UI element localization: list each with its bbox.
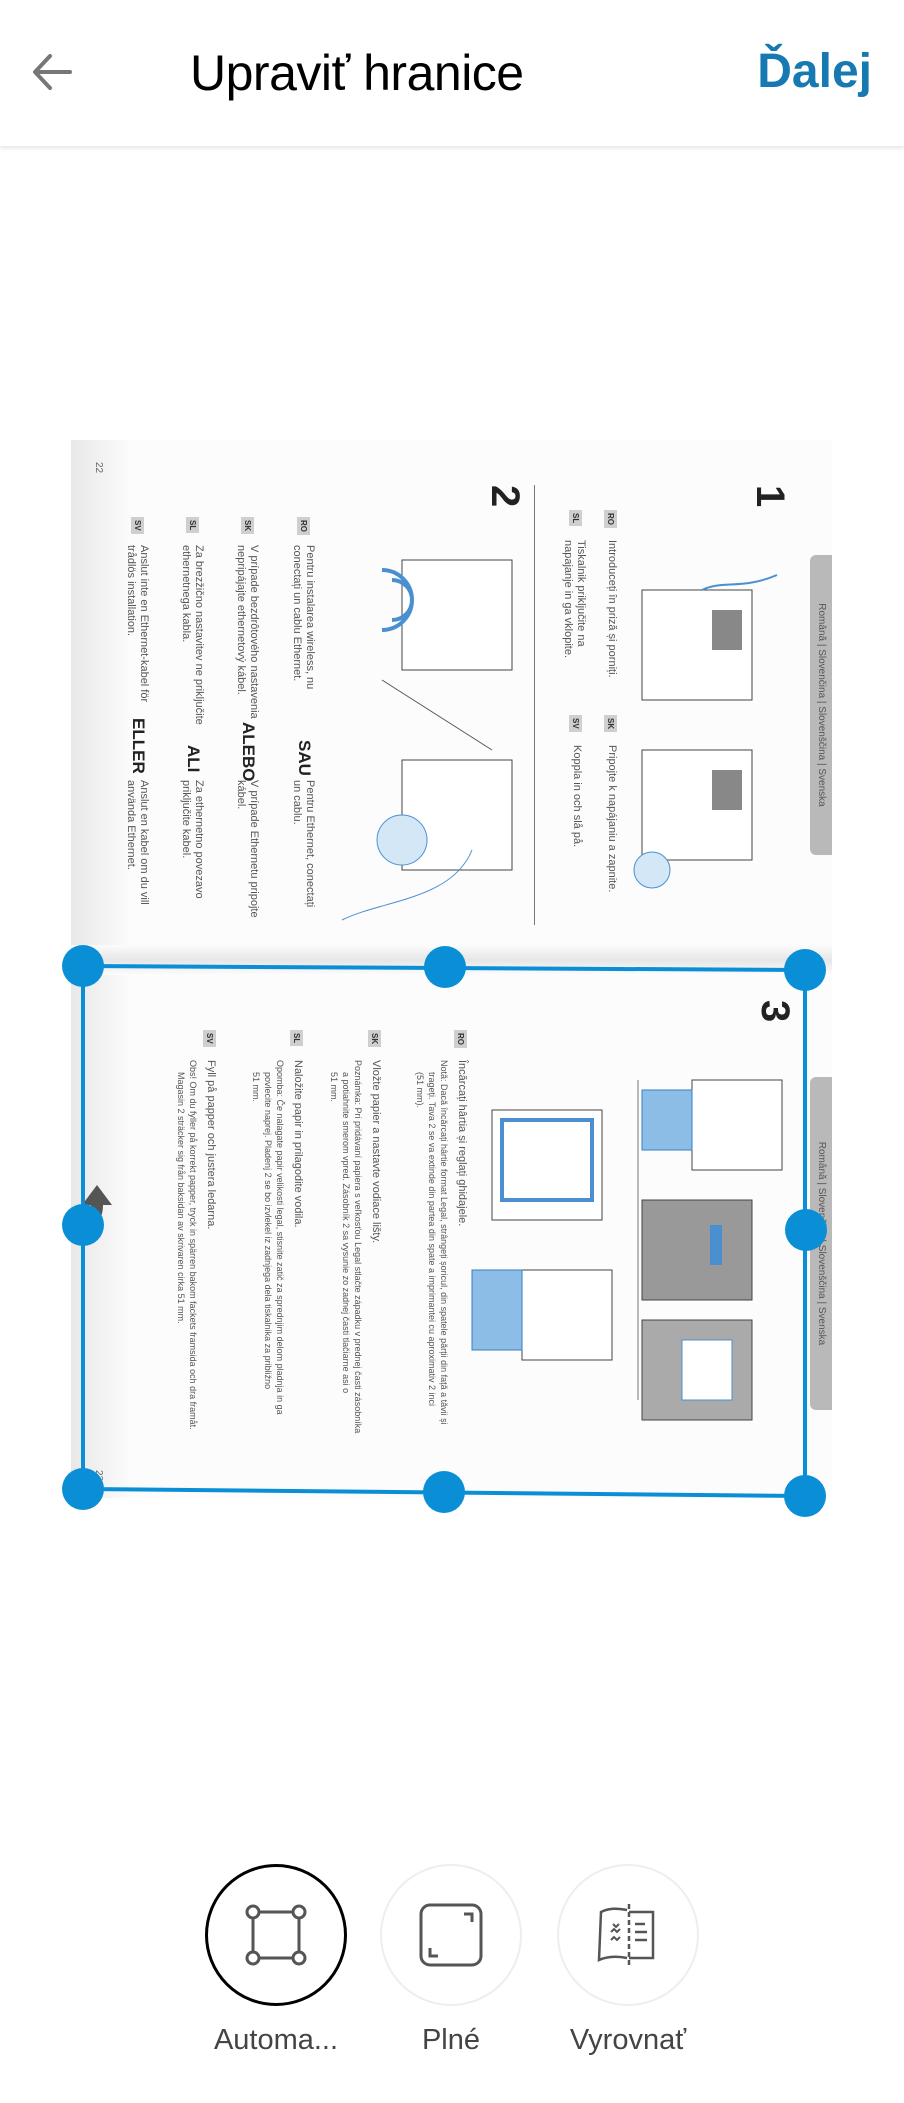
note-text: trageți. Tava 2 se va extinde din partea…	[427, 1072, 437, 1407]
instruction-text: un cablu.	[291, 780, 303, 825]
instruction-text: priključite kabel.	[180, 780, 192, 859]
note-text: 51 mm.	[329, 1072, 339, 1103]
instruction-text: ethernetnega kabla.	[180, 545, 192, 643]
lang-label: SK	[368, 1030, 381, 1048]
paper-tray-illustration	[471, 1079, 783, 1421]
printer-illustration	[633, 574, 778, 889]
lang-label: SL	[569, 510, 582, 527]
instruction-text: Anslut en kabel om du vill	[138, 780, 150, 905]
note-text: Notă: Dacă încărcați hârtie format Legal…	[439, 1060, 449, 1425]
crop-handle-left[interactable]	[62, 1204, 104, 1246]
instruction-text: Za ethernetno povezavo	[193, 780, 205, 899]
crop-handle-bottom[interactable]	[423, 1471, 465, 1513]
lang-label: RO	[454, 1030, 467, 1048]
full-frame-button[interactable]	[380, 1864, 522, 2006]
instruction-text: V prípade bezdrôtového nastavenia	[248, 545, 260, 719]
instruction-text: Introduceți în priză și porniți.	[606, 540, 618, 678]
step-number: 1	[748, 485, 792, 508]
or-text: ELLER	[129, 718, 148, 774]
lang-label: RO	[604, 510, 617, 528]
or-text: ALEBO	[239, 722, 258, 782]
next-button[interactable]: Ďalej	[757, 45, 872, 98]
or-text: SAU	[295, 740, 314, 776]
top-app-bar: Upraviť hranice Ďalej	[0, 0, 904, 147]
lang-label: SK	[241, 517, 254, 535]
lang-label: SV	[131, 517, 144, 534]
printer-network-illustration	[341, 559, 513, 921]
instruction-text: V prípade Ethernetu pripojte	[248, 780, 260, 918]
instruction-text: Tiskalnik priključite na	[575, 540, 587, 647]
lang-label: SV	[203, 1030, 216, 1047]
instruction-text: Za brezžično nastavitev ne priključite	[193, 545, 205, 725]
instruction-text: Pripojte k napájaniu a zapnite.	[606, 745, 618, 893]
lang-label: RO	[297, 517, 310, 535]
instruction-text: Pentru Ethernet, conectați	[304, 780, 316, 908]
or-text: ALI	[184, 745, 203, 773]
note-text: Poznámka: Pri pridávaní papiera s veľkos…	[353, 1060, 363, 1434]
crop-handle-right[interactable]	[785, 1209, 827, 1251]
flatten-page-icon	[597, 1904, 655, 1966]
crop-handle-bottom-right[interactable]	[784, 1475, 826, 1517]
crop-handle-top-right[interactable]	[784, 949, 826, 991]
step-number: 3	[753, 1000, 797, 1023]
note-text: povlecite naprej. Pladenj 2 se bo izvlek…	[263, 1072, 273, 1390]
instruction-text: Încărcați hârtia și reglați ghidajele.	[456, 1060, 468, 1227]
instruction-text: Naložite papir in prilagodite vodila.	[292, 1060, 304, 1228]
crop-handle-bottom-left[interactable]	[62, 1468, 104, 1510]
note-text: (51 mm).	[415, 1072, 425, 1108]
lang-label: SK	[604, 715, 617, 733]
instruction-text: Anslut inte en Ethernet-kabel för	[138, 545, 150, 703]
crop-handle-top[interactable]	[424, 946, 466, 988]
instruction-text: nepripájajte ethernetový kábel.	[235, 545, 247, 695]
full-frame-label: Plné	[421, 2024, 481, 2056]
note-text: a potiahnite smerom vpred. Zásobník 2 sa…	[341, 1072, 351, 1394]
instruction-text: Fyll på papper och justera ledarna.	[205, 1060, 217, 1230]
note-text: Magasin 2 sträcker sig från baksidan av …	[176, 1072, 186, 1324]
instruction-text: kábel.	[235, 780, 247, 810]
lang-label: SV	[569, 715, 582, 732]
note-text: 51 mm.	[251, 1072, 261, 1103]
note-text: Opomba: Če nalagate papir velikosti lega…	[275, 1060, 285, 1415]
flatten-button[interactable]	[557, 1864, 699, 2006]
auto-crop-button[interactable]	[205, 1864, 347, 2006]
full-frame-icon	[419, 1903, 483, 1967]
note-text: Obs! Om du fyller på korrekt papper, try…	[188, 1060, 198, 1430]
lang-label: SL	[186, 517, 199, 534]
auto-crop-label: Automa...	[213, 2024, 339, 2056]
lang-label: SL	[290, 1030, 303, 1047]
crop-handle-top-left[interactable]	[62, 945, 104, 987]
instruction-text: conectați un cablu Ethernet.	[291, 545, 303, 682]
auto-crop-icon	[245, 1904, 307, 1966]
instruction-text: använda Ethernet.	[125, 780, 137, 870]
back-button[interactable]	[26, 46, 78, 98]
arrow-left-icon	[33, 54, 72, 90]
page-number: 22	[93, 462, 104, 474]
instruction-text: Koppla in och slå på.	[571, 745, 583, 848]
instruction-text: Vložte papier a nastavte vodiace lišty.	[370, 1060, 382, 1244]
step-number: 2	[483, 485, 527, 508]
language-tab: Română | Slovenčina | Slovenščina | Sven…	[810, 555, 832, 855]
instruction-text: Pentru instalarea wireless, nu	[304, 545, 316, 690]
page-title: Upraviť hranice	[190, 45, 524, 101]
instruction-text: napajanje in ga vklopite.	[562, 540, 574, 659]
instruction-text: trådlös installation.	[125, 545, 137, 637]
flatten-label: Vyrovnať	[569, 2024, 687, 2056]
divider	[534, 485, 535, 925]
